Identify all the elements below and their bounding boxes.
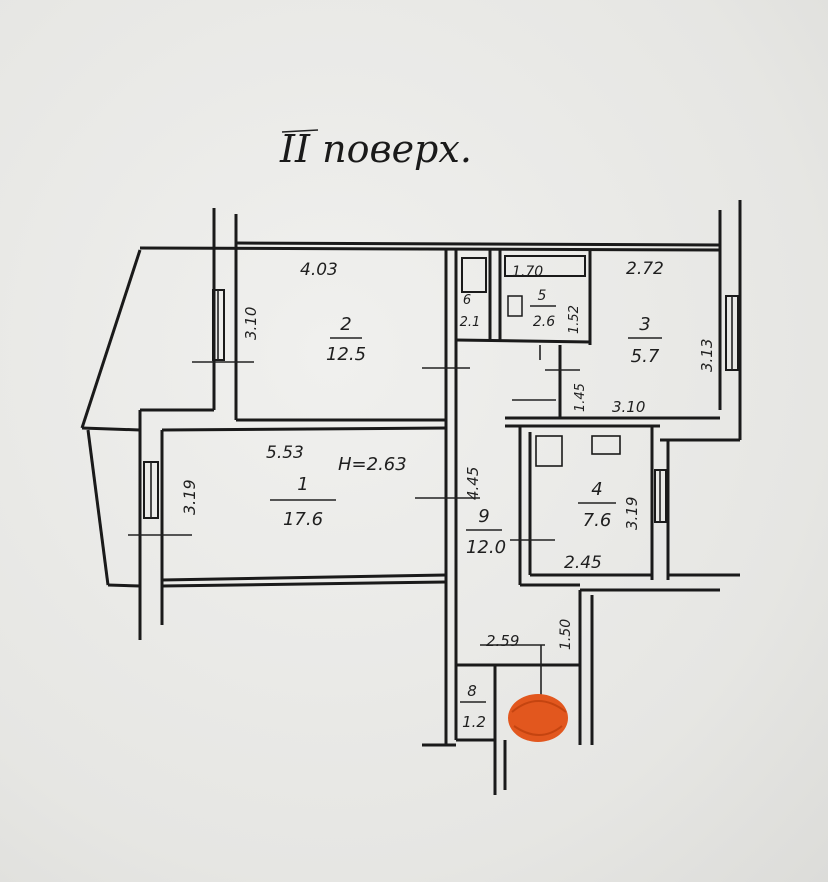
room1-area: 17.6 [283, 509, 323, 530]
room2-area: 12.5 [326, 344, 366, 365]
dim-room3-width: 2.72 [626, 259, 664, 279]
room9-number: 9 [478, 506, 489, 527]
room4-number: 4 [591, 479, 602, 500]
plan-title: II поверх. [279, 127, 472, 171]
room4-area: 7.6 [583, 510, 612, 531]
dim-room3-bottom: 3.10 [612, 398, 645, 416]
room8-area: 1.2 [462, 713, 486, 731]
toilet-fixture [461, 257, 487, 293]
room9-area: 12.0 [466, 537, 506, 558]
room3-number: 3 [639, 314, 650, 335]
dim-room1-height: 3.19 [180, 479, 199, 515]
dim-kitchen-width: 2.45 [564, 553, 602, 573]
dim-bath-height: 1.52 [567, 305, 582, 334]
title-overline [281, 129, 319, 133]
dim-room2-width: 4.03 [300, 260, 338, 280]
lower-balcony-diagonal [86, 429, 110, 586]
room2-number: 2 [340, 314, 351, 335]
dim-room1-width: 5.53 [266, 443, 304, 463]
room3-area: 5.7 [631, 346, 660, 367]
top-wall [139, 246, 721, 252]
redaction-mark [508, 694, 568, 742]
dim-room2-height: 3.10 [242, 307, 260, 340]
dim-bath-width: 1.70 [512, 264, 543, 280]
room6-area: 2.1 [460, 315, 481, 330]
redaction-scribble [511, 700, 567, 736]
dim-kitchen-height: 3.19 [623, 497, 641, 530]
ceiling-height: H=2.63 [338, 454, 407, 475]
balcony-diagonal [80, 249, 142, 429]
room1-bottom-outer [161, 580, 447, 588]
dim-storage-height: 1.50 [558, 619, 574, 650]
kitchen-sink-fixture [535, 435, 563, 467]
dim-corridor-length: 4.45 [464, 467, 482, 500]
dim-storage-width: 2.59 [486, 632, 519, 650]
sink-fixture [507, 295, 523, 317]
top-wall-inner [235, 241, 721, 247]
room1-top [161, 426, 447, 432]
room6-number: 6 [463, 293, 471, 308]
stove-fixture [591, 435, 621, 455]
room1-bottom [161, 573, 447, 582]
bath-bottom [455, 338, 591, 344]
lower-balcony-bottom [107, 583, 141, 588]
room5-number: 5 [538, 288, 547, 304]
room5-area: 2.6 [533, 314, 555, 330]
bathtub-fixture [504, 255, 586, 277]
balcony-bottom [81, 426, 141, 432]
dim-hall-small: 1.45 [573, 383, 588, 412]
room8-number: 8 [467, 682, 477, 700]
dim-room3-height: 3.13 [698, 339, 716, 372]
room1-number: 1 [297, 474, 308, 495]
